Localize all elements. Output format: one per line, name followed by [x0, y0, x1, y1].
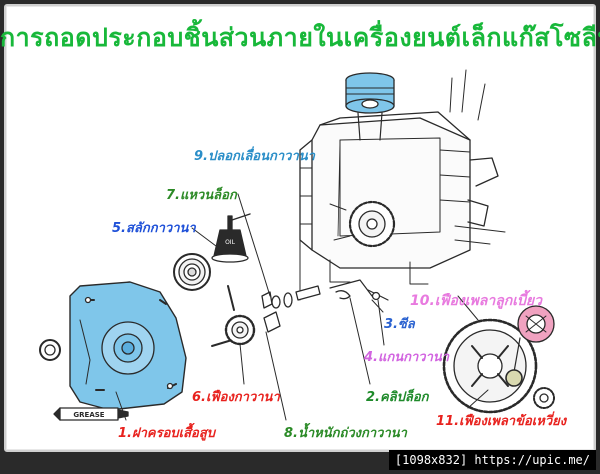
oil-can: [211, 213, 251, 263]
label-crank-gear: 11.เฟืองเพลาข้อเหวี่ยง: [436, 414, 567, 429]
label-lock-washer: 7.แหวนล็อก: [166, 188, 237, 203]
label-governor-weight: 8.น้ำหนักถ่วงกาวานา: [284, 426, 407, 441]
image-host-watermark: [1098x832] https://upic.me/: [388, 450, 596, 470]
piston: [345, 72, 395, 141]
engine-gear: [329, 200, 396, 248]
small-gear: [533, 387, 555, 409]
bearing: [173, 253, 211, 291]
label-cover: 1.ฝาครอบเสื้อสูบ: [118, 426, 216, 441]
grease-tube: [53, 407, 129, 421]
governor-gear: [224, 314, 256, 346]
page-title: การถอดประกอบชิ้นส่วนภายในเครื่องยนต์เล็ก…: [0, 23, 600, 52]
oil-seal: [39, 339, 61, 361]
grease-tag: GREASE: [73, 411, 104, 419]
small-parts: [211, 285, 381, 347]
engine-block: [299, 69, 506, 285]
label-camshaft-gear: 10.เฟืองเพลาลูกเบี้ยว: [410, 293, 542, 309]
camshaft-disc: [505, 305, 555, 387]
oil-tag: OIL: [225, 239, 235, 246]
cylinder-cover: [69, 281, 187, 411]
leader-lines: [115, 155, 489, 421]
label-governor-gear: 6.เฟืองกาวานา: [192, 390, 280, 405]
label-governor-shaft: 4.แกนกาวานา: [364, 350, 450, 365]
label-clip: 2.คลิปล็อก: [366, 390, 429, 405]
label-crankcase-seal: 3.ซีล: [384, 317, 415, 332]
label-governor-pin: 5.สลักกาวานา: [112, 221, 196, 236]
label-cam-sleeve: 9.ปลอกเลื่อนกาวานา: [194, 149, 315, 164]
